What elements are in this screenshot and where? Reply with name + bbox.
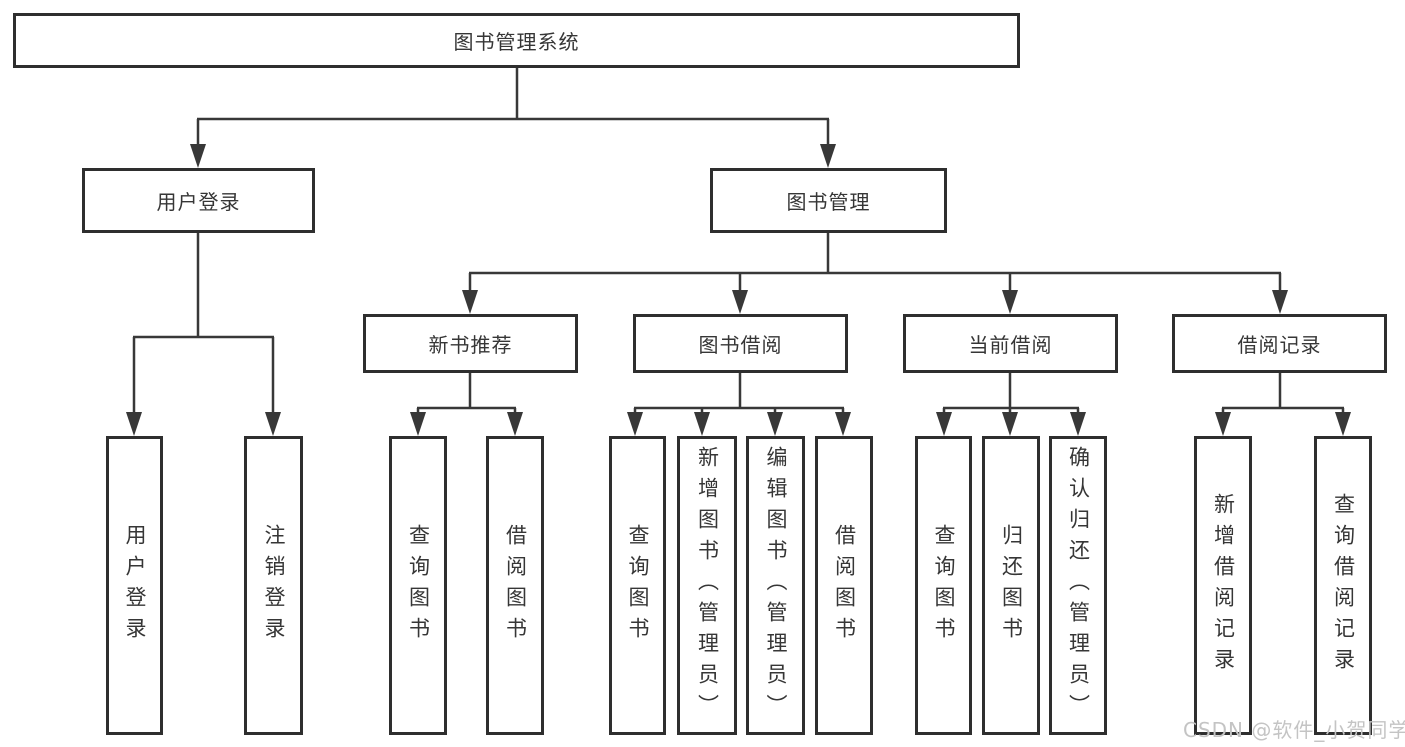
node-book-borrowing: 图书借阅: [633, 314, 848, 373]
node-root-system: 图书管理系统: [13, 13, 1020, 68]
node-label: 借阅记录: [1237, 333, 1322, 357]
node-new-book-recommend: 新书推荐: [363, 314, 578, 373]
node-label: 借阅图书: [832, 523, 857, 648]
node-label: 用户登录: [156, 190, 241, 214]
leaf-return-books: 归还图书: [982, 436, 1040, 735]
leaf-query-books-2: 查询图书: [609, 436, 666, 735]
leaf-borrow-books-2: 借阅图书: [815, 436, 873, 735]
leaf-confirm-return-admin: 确认归还（管理员）: [1049, 436, 1107, 735]
node-label: 用户登录: [123, 523, 147, 648]
node-label: 注销登录: [262, 523, 286, 648]
leaf-add-borrow-record: 新增借阅记录: [1194, 436, 1252, 735]
leaf-query-borrow-record: 查询借阅记录: [1314, 436, 1372, 735]
leaf-query-books-1: 查询图书: [389, 436, 447, 735]
node-label: 新书推荐: [428, 333, 513, 357]
node-label: 图书管理系统: [453, 30, 580, 54]
leaf-query-books-3: 查询图书: [915, 436, 972, 735]
node-label: 编辑图书（管理员）: [764, 446, 788, 725]
node-label: 图书借阅: [698, 333, 783, 357]
leaf-borrow-books-1: 借阅图书: [486, 436, 544, 735]
node-label: 借阅图书: [503, 523, 528, 648]
connector-elbows: [132, 68, 1345, 418]
node-label: 归还图书: [999, 523, 1024, 648]
leaf-edit-books-admin: 编辑图书（管理员）: [746, 436, 805, 735]
node-current-borrowing: 当前借阅: [903, 314, 1118, 373]
arrowheads: [126, 144, 1351, 436]
node-label: 确认归还（管理员）: [1066, 446, 1091, 725]
node-label: 查询图书: [406, 523, 431, 648]
node-user-login: 用户登录: [82, 168, 315, 233]
node-borrowing-records: 借阅记录: [1172, 314, 1387, 373]
node-label: 图书管理: [786, 190, 871, 214]
leaf-add-books-admin: 新增图书（管理员）: [677, 436, 737, 735]
node-label: 查询借阅记录: [1331, 492, 1356, 679]
node-label: 查询图书: [626, 523, 650, 648]
leaf-logout: 注销登录: [244, 436, 303, 735]
node-book-management: 图书管理: [710, 168, 947, 233]
csdn-watermark: CSDN @软件_小贺同学: [1183, 718, 1405, 742]
node-label: 查询图书: [932, 523, 956, 648]
node-label: 当前借阅: [968, 333, 1053, 357]
node-label: 新增借阅记录: [1211, 492, 1236, 679]
node-label: 新增图书（管理员）: [695, 446, 720, 725]
leaf-user-login: 用户登录: [106, 436, 163, 735]
